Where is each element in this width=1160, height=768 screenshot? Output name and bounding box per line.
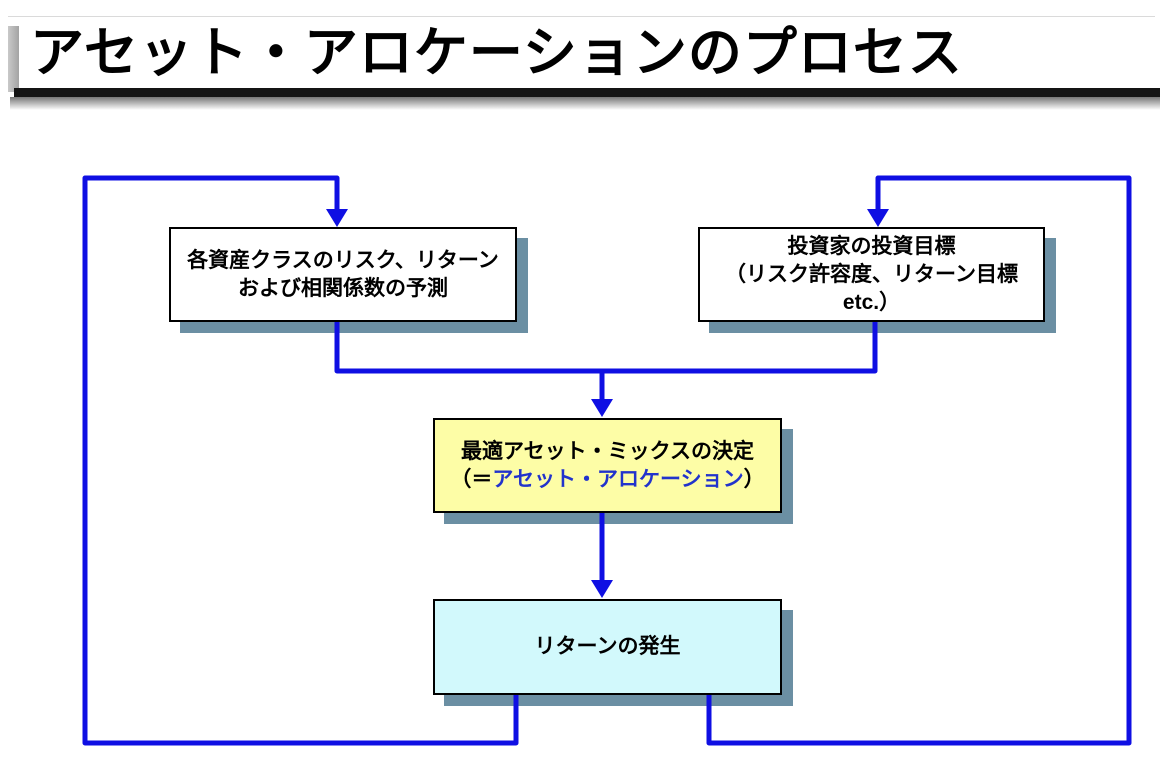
objectives-box: 投資家の投資目標 （リスク許容度、リターン目標etc.） [698, 227, 1045, 322]
decision-line2-close: ） [743, 467, 765, 491]
objectives-box-line2: （リスク許容度、リターン目標etc.） [725, 262, 1018, 314]
forecast-box: 各資産クラスのリスク、リターン および相関係数の予測 [169, 227, 517, 322]
decision-box: 最適アセット・ミックスの決定 （＝アセット・アロケーション） [433, 418, 782, 513]
arrowhead-into-objectives-icon [867, 209, 889, 227]
page-title: アセット・アロケーションのプロセス [30, 23, 963, 83]
returns-box: リターンの発生 [433, 599, 782, 695]
merge-connector [334, 322, 878, 374]
header-rule-shadow [10, 97, 1160, 110]
slide-header: アセット・アロケーションのプロセス [0, 0, 1160, 112]
header-accent-bar [8, 26, 19, 92]
returns-box-label: リターンの発生 [534, 635, 681, 658]
forecast-box-line2: および相関係数の予測 [238, 276, 448, 300]
decision-box-line2: （＝アセット・アロケーション） [450, 466, 764, 494]
header-rule [14, 88, 1160, 97]
objectives-box-line1: 投資家の投資目標 [787, 234, 956, 258]
forecast-box-line1: 各資産クラスのリスク、リターン [187, 248, 499, 272]
arrowhead-into-returns-icon [591, 580, 613, 598]
arrowhead-into-decision-icon [591, 399, 613, 417]
arrowhead-into-forecast-icon [326, 209, 348, 227]
header-top-line [8, 16, 1155, 17]
decision-line2-open: （＝ [450, 467, 493, 491]
decision-box-line1: 最適アセット・ミックスの決定 [461, 439, 754, 463]
decision-line2-emphasis: アセット・アロケーション [492, 467, 744, 491]
